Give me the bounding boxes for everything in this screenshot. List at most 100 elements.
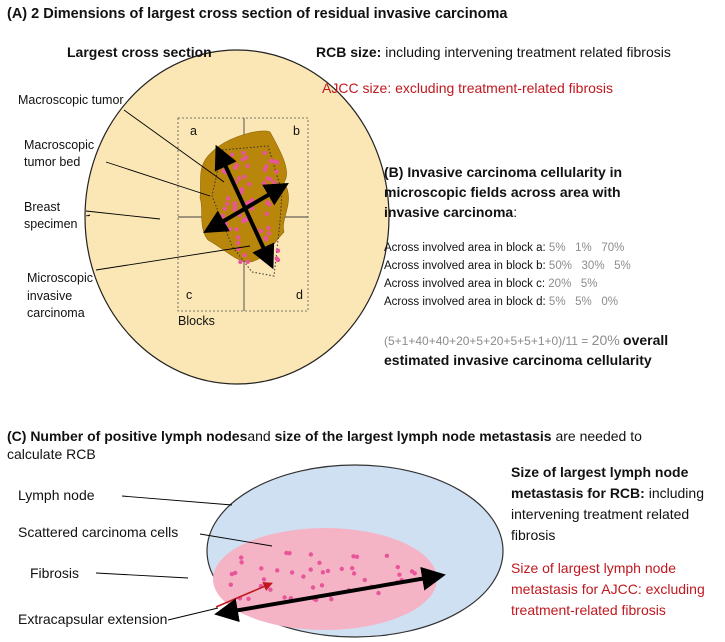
overall-estimated: estimated invasive carcinoma cellularity [384, 352, 652, 369]
metastasis-cell-dot [239, 560, 243, 564]
tumor-cell-dot [265, 212, 269, 216]
tumor-cell-dot [245, 164, 249, 168]
ajcc-size-line: AJCC size: excluding treatment-related f… [322, 80, 613, 97]
metastasis-cell-dot [246, 597, 250, 601]
metastasis-cell-dot [320, 583, 324, 587]
tumor-cell-dot [272, 181, 276, 185]
node-rcb-line-4: fibrosis [511, 527, 555, 544]
label-micro-1: Microscopic [27, 270, 93, 287]
row-a-label: Across involved area in block a: [384, 242, 546, 254]
tumor-cell-dot [236, 235, 240, 239]
block-letter-c: c [186, 288, 192, 303]
metastasis-cell-dot [287, 551, 291, 555]
rcb-size-label: RCB size: [316, 44, 381, 60]
metastasis-cell-dot [239, 555, 243, 559]
label-blocks: Blocks [178, 313, 215, 330]
row-b-values: 50% 30% 5% [549, 260, 631, 272]
row-c-values: 20% 5% [548, 278, 597, 290]
metastasis-cell-dot [329, 597, 333, 601]
metastasis-cell-dot [230, 572, 234, 576]
tumor-cell-dot [241, 157, 245, 161]
section-b-title-2: microscopic fields across area with [384, 184, 621, 201]
section-c-title-rest: are needed to [552, 428, 642, 444]
section-b-title-1: (B) Invasive carcinoma cellularity in [384, 164, 622, 181]
metastasis-cell-dot [317, 561, 321, 565]
formula-text: (5+1+40+40+20+5+20+5+5+1+0)/11 = [384, 334, 592, 348]
tumor-cell-dot [267, 231, 271, 235]
row-d-label: Across involved area in block d: [384, 296, 546, 308]
metastasis-cell-dot [397, 573, 401, 577]
tumor-cell-dot [267, 202, 271, 206]
tumor-cell-dot [233, 165, 237, 169]
metastasis-cell-dot [301, 574, 305, 578]
tumor-cell-dot [242, 175, 246, 179]
tumor-cell-dot [275, 256, 279, 260]
node-rcb-including: including [645, 485, 704, 501]
section-c-title-part2: size of the largest lymph node metastasi… [275, 428, 552, 444]
cellularity-row-d: Across involved area in block d: 5% 5% 0… [384, 296, 618, 310]
metastasis-cell-dot [262, 577, 266, 581]
row-b-label: Across involved area in block b: [384, 260, 546, 272]
node-rcb-line-2: metastasis for RCB: including [511, 485, 704, 502]
label-micro-3: carcinoma [27, 305, 85, 322]
label-scattered-cells: Scattered carcinoma cells [18, 524, 178, 541]
row-a-values: 5% 1% 70% [549, 242, 624, 254]
metastasis-cell-dot [259, 566, 263, 570]
tumor-cell-dot [241, 151, 245, 155]
node-ajcc-line-3: treatment-related fibrosis [511, 602, 666, 619]
metastasis-cell-dot [309, 567, 313, 571]
label-tumor-bed-1: Macroscopic [24, 137, 94, 154]
metastasis-cell-dot [385, 554, 389, 558]
section-a-subtitle: Largest cross section [67, 44, 212, 61]
label-tumor-bed-2: tumor bed [24, 154, 80, 171]
formula-result: 20% [592, 332, 620, 348]
tumor-cell-dot [237, 176, 241, 180]
node-rcb-label: metastasis for RCB: [511, 485, 645, 501]
section-c-title-part1: (C) Number of positive lymph nodes [7, 428, 247, 444]
tumor-cell-dot [243, 253, 247, 257]
section-c-title-line2: calculate RCB [7, 446, 96, 463]
label-extracapsular: Extracapsular extension [18, 611, 167, 628]
rcb-size-desc: including intervening treatment related … [381, 44, 671, 60]
block-letter-a: a [190, 124, 197, 139]
tumor-cell-dot [236, 241, 240, 245]
tumor-cell-dot [233, 204, 237, 208]
metastasis-cell-dot [396, 565, 400, 569]
tumor-cell-dot [274, 169, 278, 173]
node-ajcc-line-1: Size of largest lymph node [511, 560, 676, 577]
metastasis-cell-dot [321, 570, 325, 574]
section-b-title-3-colon: : [513, 204, 517, 220]
tumor-cell-dot [223, 207, 227, 211]
metastasis-cell-dot [268, 588, 272, 592]
tumor-cell-dot [223, 225, 227, 229]
tumor-cell-dot [238, 260, 242, 264]
metastasis-cell-dot [311, 585, 315, 589]
metastasis-cell-dot [410, 569, 414, 573]
tumor-cell-dot [266, 176, 270, 180]
metastasis-cell-dot [282, 595, 286, 599]
section-a-title: (A) 2 Dimensions of largest cross sectio… [7, 6, 507, 23]
tumor-cell-dot [264, 164, 268, 168]
row-d-values: 5% 5% 0% [549, 296, 618, 308]
row-c-label: Across involved area in block c: [384, 278, 545, 290]
block-letter-d: d [296, 288, 303, 303]
tumor-cell-dot [276, 249, 280, 253]
label-micro-2: invasive [27, 288, 72, 305]
label-lymph-node: Lymph node [18, 487, 95, 504]
metastasis-cell-dot [290, 570, 294, 574]
tumor-cell-dot [246, 260, 250, 264]
tumor-cell-dot [263, 236, 267, 240]
tumor-cell-dot [230, 153, 234, 157]
tumor-cell-dot [234, 227, 238, 231]
metastasis-cell-dot [363, 578, 367, 582]
metastasis-cell-dot [350, 566, 354, 570]
label-macroscopic-tumor: Macroscopic tumor [18, 92, 124, 109]
section-b-title-3: invasive carcinoma: [384, 204, 517, 221]
block-letter-b: b [293, 124, 300, 139]
metastasis-cell-dot [352, 571, 356, 575]
cellularity-row-c: Across involved area in block c: 20% 5% [384, 278, 598, 292]
section-b-title-3-bold: invasive carcinoma [384, 204, 513, 220]
tumor-cell-dot [259, 229, 263, 233]
overall-label: overall [623, 332, 668, 348]
metastasis-cell-dot [376, 591, 380, 595]
